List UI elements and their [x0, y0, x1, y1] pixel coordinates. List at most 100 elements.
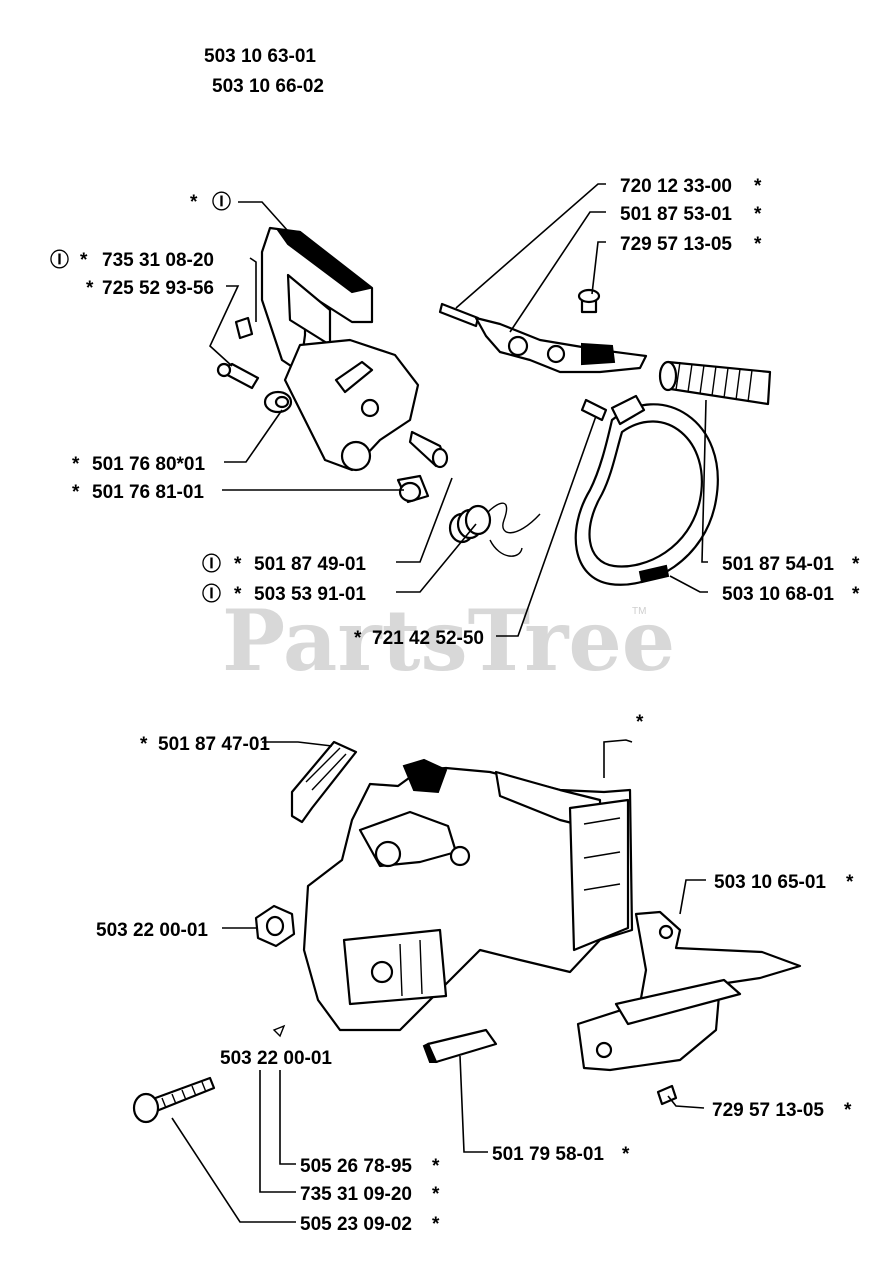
screw-head-505-23-09-02	[132, 1092, 160, 1124]
rivet-721-42-52-50	[580, 398, 608, 422]
top-star: *	[190, 192, 198, 213]
asterisk: *	[72, 482, 80, 503]
small-washer	[272, 1024, 286, 1038]
screw-thread	[161, 1081, 207, 1109]
asterisk: *	[354, 628, 362, 649]
cover-lower-block	[342, 928, 448, 1006]
band-end-hook	[610, 394, 646, 426]
cover-lower-lines	[399, 939, 423, 997]
asterisk: *	[234, 584, 242, 605]
bracket-pin-hole	[360, 398, 380, 418]
watermark-text: PartsTree	[222, 591, 675, 690]
label-735-31-09-20: 735 31 09-20	[300, 1184, 412, 1205]
cover-vents	[583, 817, 621, 891]
label-721-42-52-50: 721 42 52-50	[372, 628, 484, 649]
brake-lever-top	[275, 228, 373, 294]
watermark-tm: TM	[632, 606, 646, 617]
label-501-87-53-01: 501 87 53-01	[620, 204, 732, 225]
asterisk: *	[852, 584, 860, 605]
bracket-rib	[334, 360, 374, 394]
asterisk: *	[754, 176, 762, 197]
pin-720-12-33-00	[438, 302, 480, 328]
cover-lower-hole	[370, 960, 394, 984]
lever-501-87-53-01	[474, 316, 648, 374]
pin-head	[431, 447, 449, 469]
label-729-57-13-05-bottom: 729 57 13-05	[712, 1100, 824, 1121]
symbol-circle-slash: Ⓘ	[212, 190, 231, 213]
spring-503-53-91-01	[448, 502, 541, 557]
asterisk: *	[86, 278, 94, 299]
label-503-10-68-01: 503 10 68-01	[722, 584, 834, 605]
nut-735-31-08-20	[234, 316, 254, 340]
label-725-52-93-56: 725 52 93-56	[102, 278, 214, 299]
clip-501-87-47-01	[290, 740, 358, 824]
asterisk: *	[140, 734, 148, 755]
screw-505-23-09-02	[148, 1076, 216, 1114]
label-501-87-47-01: 501 87 47-01	[158, 734, 270, 755]
asterisk: *	[234, 554, 242, 575]
label-503-22-00-01-b: 503 22 00-01	[220, 1048, 332, 1069]
asterisk: *	[636, 712, 644, 733]
lever-block	[581, 342, 616, 366]
brake-mechanism-drawing	[438, 288, 772, 586]
asterisk: *	[754, 204, 762, 225]
bracket-hole	[340, 440, 372, 472]
label-501-76-80-01: 501 76 80*01	[92, 454, 205, 475]
asterisk: *	[72, 454, 80, 475]
label-503-22-00-01-a: 503 22 00-01	[96, 920, 208, 941]
label-729-57-13-05-top: 729 57 13-05	[620, 234, 732, 255]
cover-knob	[402, 758, 448, 794]
asterisk: *	[844, 1100, 852, 1121]
leader-lines	[171, 183, 708, 1223]
screw-729-57-13-05-bottom	[656, 1084, 678, 1106]
asterisk: *	[80, 250, 88, 271]
label-505-23-09-02: 505 23 09-02	[300, 1214, 412, 1235]
spring-501-87-54-01	[658, 360, 772, 406]
cover-boss-hole	[374, 840, 402, 868]
label-735-31-08-20: 735 31 08-20	[102, 250, 214, 271]
asterisk: *	[754, 234, 762, 255]
asterisk: *	[432, 1184, 440, 1205]
asterisk: *	[432, 1214, 440, 1235]
guide-plate-ledge	[614, 978, 742, 1026]
header-code-1: 503 10 63-01	[204, 46, 316, 67]
asterisk: *	[432, 1156, 440, 1177]
part-labels: * Ⓘ Ⓘ * 735 31 08-20 * 725 52 93-56 * 50…	[50, 176, 860, 1235]
pad-501-79-58-01	[426, 1028, 498, 1064]
bushing-end	[398, 481, 422, 503]
cover-side-box	[568, 798, 630, 952]
washer-center	[274, 395, 290, 409]
lever-hole	[546, 344, 566, 364]
brake-bracket-body	[283, 338, 420, 472]
label-720-12-33-00: 720 12 33-00	[620, 176, 732, 197]
cover-boss-hole-2	[449, 845, 471, 867]
clutch-cover-drawing	[132, 740, 802, 1124]
label-501-87-49-01: 501 87 49-01	[254, 554, 366, 575]
brake-band-503-10-68-01	[574, 394, 719, 586]
clip-lines	[305, 747, 347, 791]
label-505-26-78-95: 505 26 78-95	[300, 1156, 412, 1177]
label-501-79-58-01: 501 79 58-01	[492, 1144, 604, 1165]
asterisk: *	[852, 554, 860, 575]
label-503-10-65-01: 503 10 65-01	[714, 872, 826, 893]
label-501-87-54-01: 501 87 54-01	[722, 554, 834, 575]
label-501-76-81-01: 501 76 81-01	[92, 482, 204, 503]
brake-bracket-drawing	[216, 226, 541, 557]
screw-head-top	[577, 288, 601, 304]
guide-plate-hole-2	[595, 1041, 613, 1059]
asterisk: *	[846, 872, 854, 893]
symbol-circle-slash: Ⓘ	[202, 552, 221, 575]
band-clip	[638, 564, 670, 584]
screw-head	[216, 362, 232, 378]
nut-center	[265, 915, 285, 937]
header-code-2: 503 10 66-02	[212, 76, 324, 97]
guide-plate-hole	[658, 924, 674, 940]
lever-pivot	[507, 335, 529, 357]
symbol-circle-slash: Ⓘ	[50, 248, 69, 271]
pad-side	[422, 1042, 438, 1063]
label-503-53-91-01: 503 53 91-01	[254, 584, 366, 605]
symbol-circle-slash: Ⓘ	[202, 582, 221, 605]
asterisk: *	[622, 1144, 630, 1165]
